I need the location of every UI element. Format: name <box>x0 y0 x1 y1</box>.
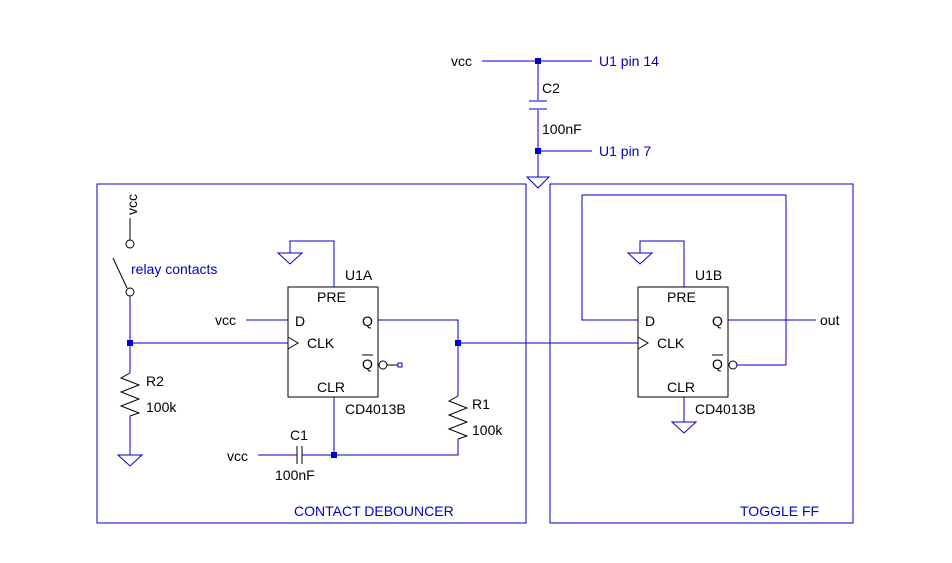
u1b-part: CD4013B <box>695 401 756 417</box>
u1b-name: U1B <box>695 267 722 283</box>
r1-value: 100k <box>472 422 503 438</box>
u1b-pin-q: Q <box>712 313 723 329</box>
relay-switch-arm <box>112 257 128 289</box>
out-label: out <box>820 312 840 328</box>
u1a-qbar-bubble <box>378 360 388 370</box>
r2-name: R2 <box>146 373 164 389</box>
r2-value: 100k <box>146 399 177 415</box>
r2-resistor <box>119 372 141 417</box>
u1a-pin-clr: CLR <box>317 379 345 395</box>
c1-value: 100nF <box>275 467 315 483</box>
toggle-frame <box>549 183 854 524</box>
r1-resistor <box>447 395 469 440</box>
u1a-pre-wire <box>289 240 335 287</box>
toggle-ff-block: TOGGLE FF U1B PRE D CLK Q Q CLR CD4013B … <box>549 183 854 524</box>
pin14-label: U1 pin 14 <box>599 53 659 69</box>
feedback-wire <box>581 194 787 366</box>
junction-dot <box>535 58 541 64</box>
u1a-pin-qbar: Q <box>362 356 373 372</box>
u1b-body <box>637 286 729 398</box>
ground-symbol <box>276 252 304 265</box>
debouncer-frame <box>96 183 527 524</box>
u1b-clock-triangle <box>637 336 649 350</box>
u1a-pin-pre: PRE <box>317 289 346 305</box>
vcc-label: vcc <box>451 53 472 69</box>
u1a-clock-triangle <box>287 336 299 350</box>
u1b-pre-wire <box>639 240 685 287</box>
u1a-pin-q: Q <box>362 313 373 329</box>
c2-name: C2 <box>542 80 560 96</box>
supply-section: vcc U1 pin 14 U1 pin 7 C2 100nF <box>451 53 659 189</box>
u1a-pin-clk: CLK <box>307 335 335 351</box>
ground-symbol <box>116 454 144 467</box>
ground-symbol <box>525 176 551 189</box>
relay-contact-terminal <box>125 239 135 249</box>
u1b-pin-clk: CLK <box>657 335 685 351</box>
debouncer-title: CONTACT DEBOUNCER <box>294 503 454 519</box>
pin7-label: U1 pin 7 <box>599 143 651 159</box>
u1a-body <box>287 286 379 398</box>
u1a-qbar-noconnect <box>397 362 403 368</box>
u1b-pin-pre: PRE <box>667 289 696 305</box>
contact-debouncer-block: CONTACT DEBOUNCER vcc relay contacts R2 … <box>96 183 638 524</box>
ground-symbol <box>626 252 654 265</box>
u1b-pin-qbar: Q <box>712 356 723 372</box>
vcc-d-label: vcc <box>215 312 236 328</box>
junction-dot <box>535 148 541 154</box>
u1b-qbar-bubble <box>728 360 738 370</box>
r1-name: R1 <box>472 396 490 412</box>
c2-value: 100nF <box>542 121 582 137</box>
u1b-pin-clr: CLR <box>667 379 695 395</box>
vcc-c1-label: vcc <box>227 448 248 464</box>
relay-contacts-label: relay contacts <box>131 261 217 277</box>
vcc-relay-label: vcc <box>124 194 140 215</box>
u1a-name: U1A <box>345 267 373 283</box>
u1a-q-wire <box>378 319 459 396</box>
relay-contact-terminal <box>125 287 135 297</box>
c1-capacitor <box>296 446 303 464</box>
toggle-title: TOGGLE FF <box>740 503 819 519</box>
ground-symbol <box>670 421 698 434</box>
u1b-pin-d: D <box>645 313 655 329</box>
c2-capacitor <box>529 100 547 110</box>
r1-bottom-wire <box>334 439 459 456</box>
u1a-part: CD4013B <box>345 401 406 417</box>
c1-name: C1 <box>290 427 308 443</box>
u1a-pin-d: D <box>295 313 305 329</box>
